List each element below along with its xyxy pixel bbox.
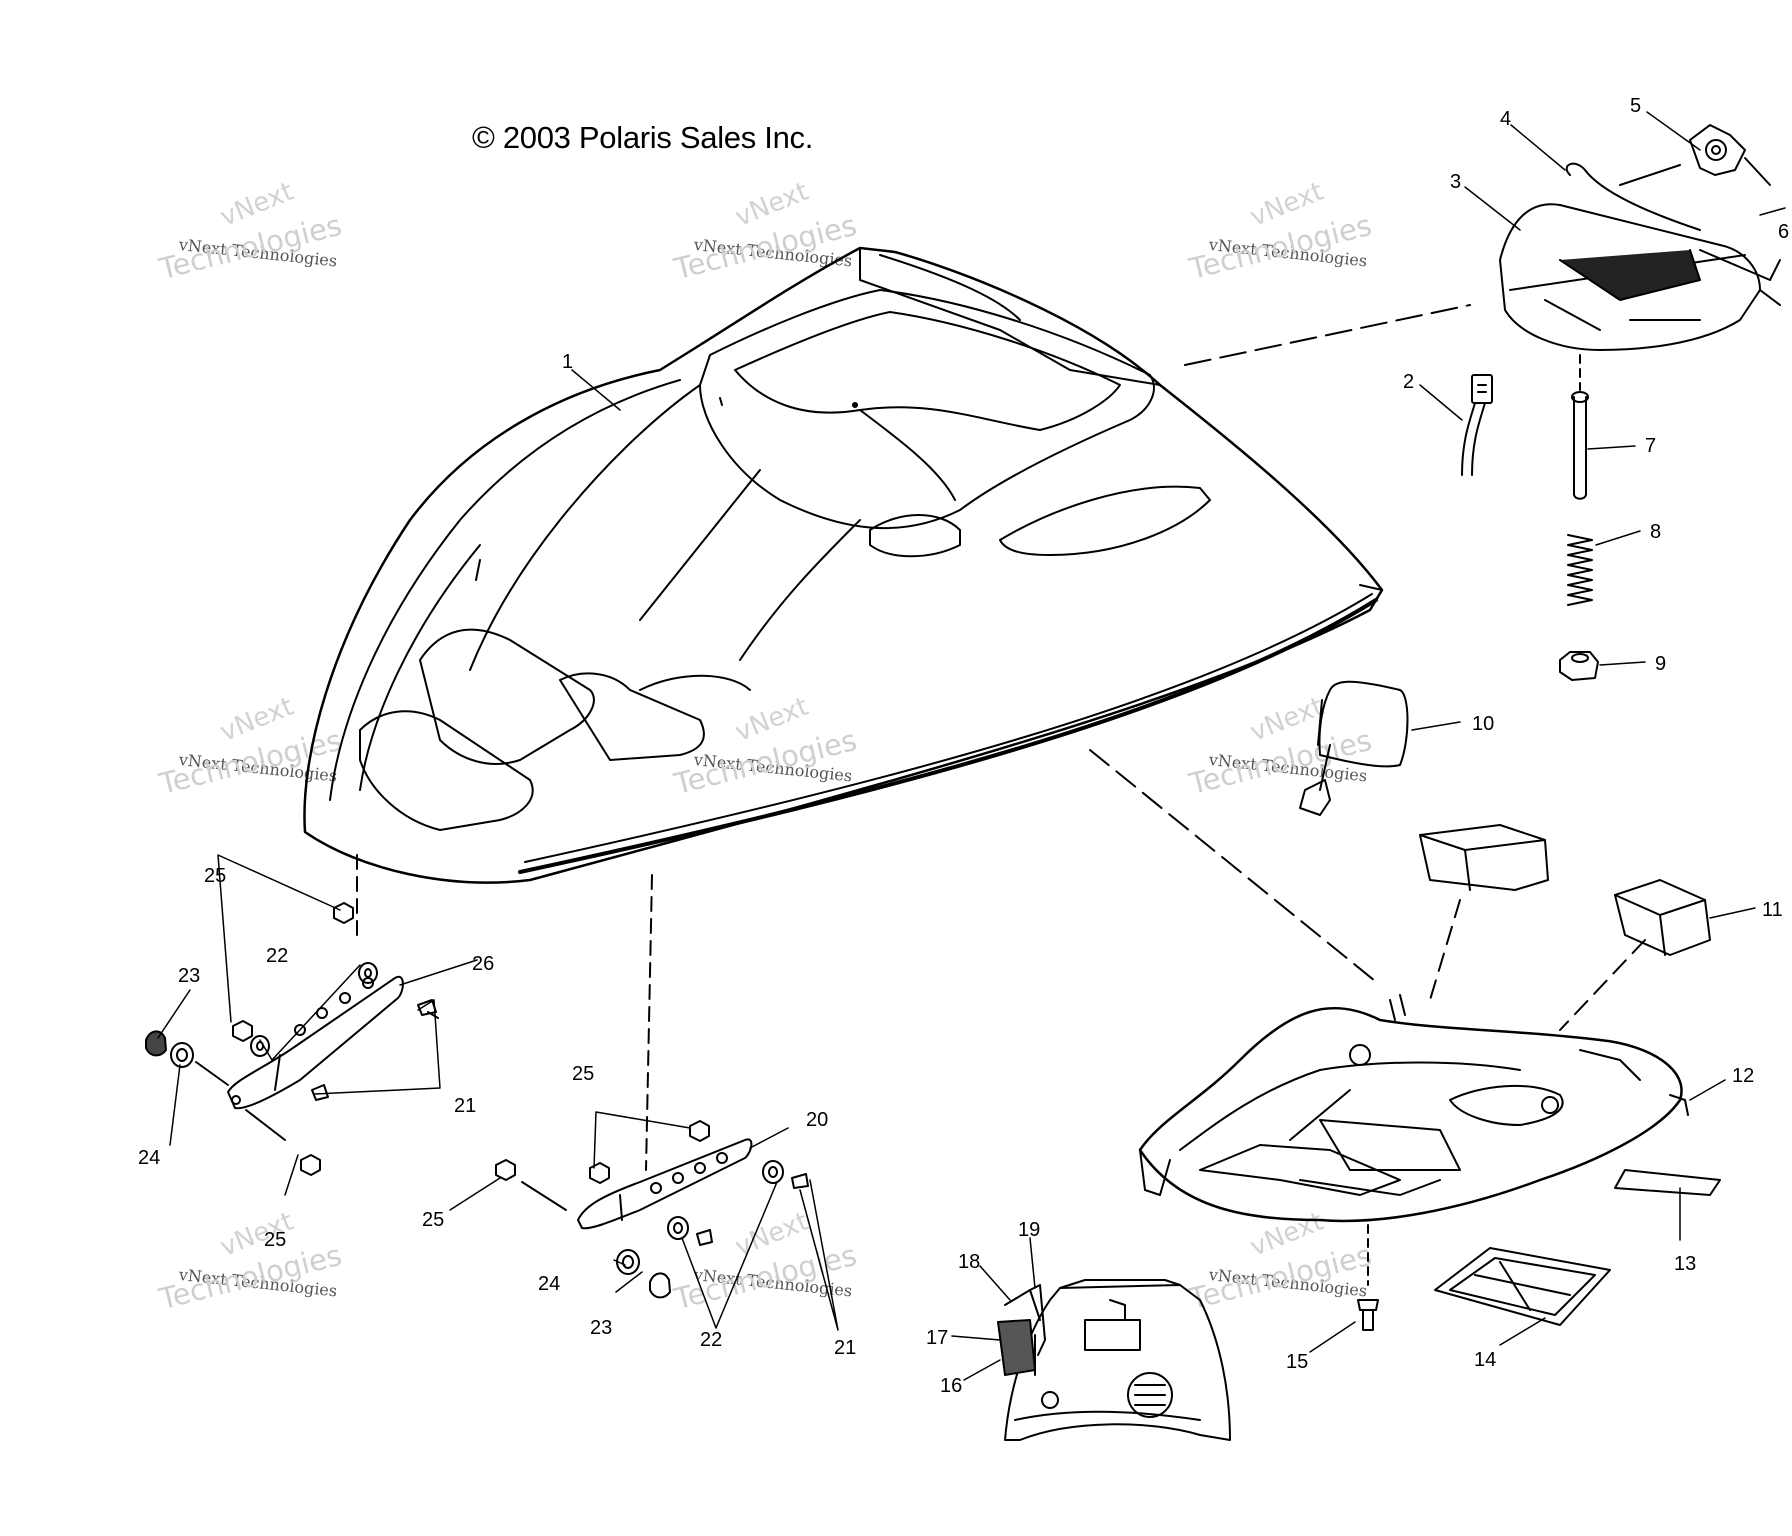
bracket-part-26	[227, 854, 404, 1110]
callout-4: 4	[1500, 108, 1511, 130]
callout-25-d: 25	[572, 1063, 594, 1085]
callout-24: 24	[138, 1147, 160, 1169]
callout-13: 13	[1674, 1253, 1696, 1275]
callout-8: 8	[1650, 521, 1661, 543]
callout-20: 20	[806, 1109, 828, 1131]
seal-part-18	[1004, 1289, 1041, 1321]
callout-22: 22	[266, 945, 288, 967]
callout-21: 21	[454, 1095, 476, 1117]
washer-part-22	[250, 962, 378, 1057]
callout-1: 1	[562, 351, 573, 373]
filter-part-17	[997, 1319, 1036, 1376]
callout-17: 17	[926, 1327, 948, 1349]
leader-line	[1619, 164, 1681, 186]
decal-part-13	[1614, 1169, 1721, 1196]
callout-16: 16	[940, 1375, 962, 1397]
callout-3: 3	[1450, 171, 1461, 193]
nut-part-25	[232, 902, 354, 1176]
callout-15: 15	[1286, 1351, 1308, 1373]
copyright-notice: © 2003 Polaris Sales Inc.	[472, 120, 814, 155]
console-part-12	[1138, 994, 1689, 1223]
callout-19: 19	[1018, 1219, 1040, 1241]
grommet-part-24	[170, 1042, 194, 1068]
callout-7: 7	[1645, 435, 1656, 457]
dashed-leader	[1089, 749, 1381, 986]
callout-2: 2	[1403, 371, 1414, 393]
bolt-part-21	[311, 999, 439, 1101]
knob-part-5	[1689, 124, 1771, 186]
callout-leaders	[157, 111, 1786, 1381]
callout-21-b: 21	[834, 1337, 856, 1359]
nut-part-25	[495, 1120, 710, 1184]
callout-10: 10	[1472, 713, 1494, 735]
knob-part-23	[145, 1030, 167, 1057]
washer-part-22	[667, 1160, 784, 1240]
leader-line	[521, 1181, 567, 1211]
mirror-part-10	[1299, 680, 1409, 816]
callout-25: 25	[204, 865, 226, 887]
windshield-part-3	[1499, 203, 1781, 351]
knob-part-23	[649, 1272, 671, 1299]
callout-5: 5	[1630, 95, 1641, 117]
hood-part-1	[303, 246, 1384, 884]
grommet-part-24	[616, 1249, 640, 1275]
callout-14: 14	[1474, 1349, 1496, 1371]
callout-11: 11	[1762, 899, 1783, 921]
callout-23: 23	[178, 965, 200, 987]
callout-25-c: 25	[422, 1209, 444, 1231]
bracket-part-4	[1565, 162, 1701, 231]
leader-line	[195, 1061, 229, 1086]
callout-23-b: 23	[590, 1317, 612, 1339]
harness-part-2	[1461, 374, 1493, 476]
callout-12: 12	[1732, 1065, 1754, 1087]
foam-block-part-11	[1419, 824, 1711, 1031]
bracket-part-20	[577, 874, 753, 1230]
leader-line	[245, 1109, 286, 1141]
callout-24-b: 24	[538, 1273, 560, 1295]
callout-18: 18	[958, 1251, 980, 1273]
bolt-part-21	[696, 1173, 809, 1246]
callout-6: 6	[1778, 221, 1789, 243]
airbox-part-16	[1004, 1279, 1231, 1441]
callout-26: 26	[472, 953, 494, 975]
callout-25-b: 25	[264, 1229, 286, 1251]
spring-part-8	[1567, 534, 1593, 606]
pin-part-7	[1571, 354, 1589, 500]
grille-part-14	[1434, 1247, 1611, 1326]
callout-22-b: 22	[700, 1329, 722, 1351]
knob-nut-part-9	[1559, 651, 1599, 681]
dashed-leader	[1184, 304, 1471, 366]
screw-part-15	[1357, 1299, 1379, 1331]
callout-9: 9	[1655, 653, 1666, 675]
callout-numbers: 1 2 3 4 5 6 7 8 9 10 11 12 13 14 15 16 1…	[138, 95, 1789, 1397]
